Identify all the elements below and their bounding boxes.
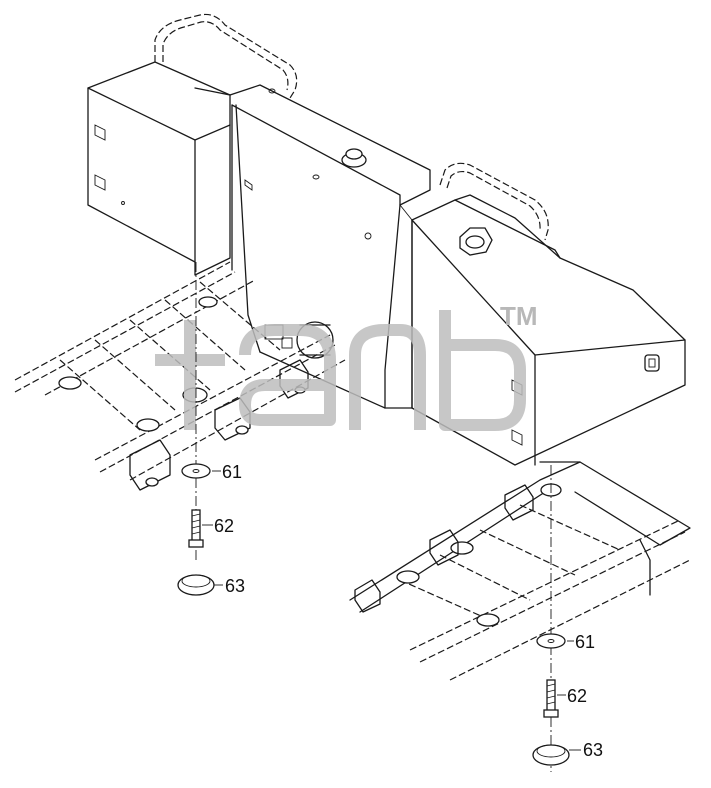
callout-right-63: 63 <box>583 740 603 760</box>
right-washer-61 <box>536 633 566 649</box>
right-frame-rails <box>349 461 691 681</box>
callout-left-62: 62 <box>214 516 234 536</box>
callout-left-63: 63 <box>225 576 245 596</box>
watermark-trademark: TM <box>500 301 538 331</box>
left-handle <box>154 13 298 99</box>
watermark-logo: TM <box>155 301 538 431</box>
right-tank-box <box>399 194 686 466</box>
right-handle <box>439 162 549 241</box>
callout-right-61: 61 <box>575 632 595 652</box>
right-mounting-pads <box>354 483 562 627</box>
left-frame-rails <box>14 261 346 481</box>
right-fastener-stack <box>532 465 581 772</box>
callouts: 61 62 63 61 62 63 <box>214 462 603 760</box>
callout-left-61: 61 <box>222 462 242 482</box>
callout-right-62: 62 <box>567 686 587 706</box>
left-fastener-stack <box>177 262 223 596</box>
left-washer-61 <box>181 463 211 479</box>
left-tank-box <box>87 61 231 276</box>
